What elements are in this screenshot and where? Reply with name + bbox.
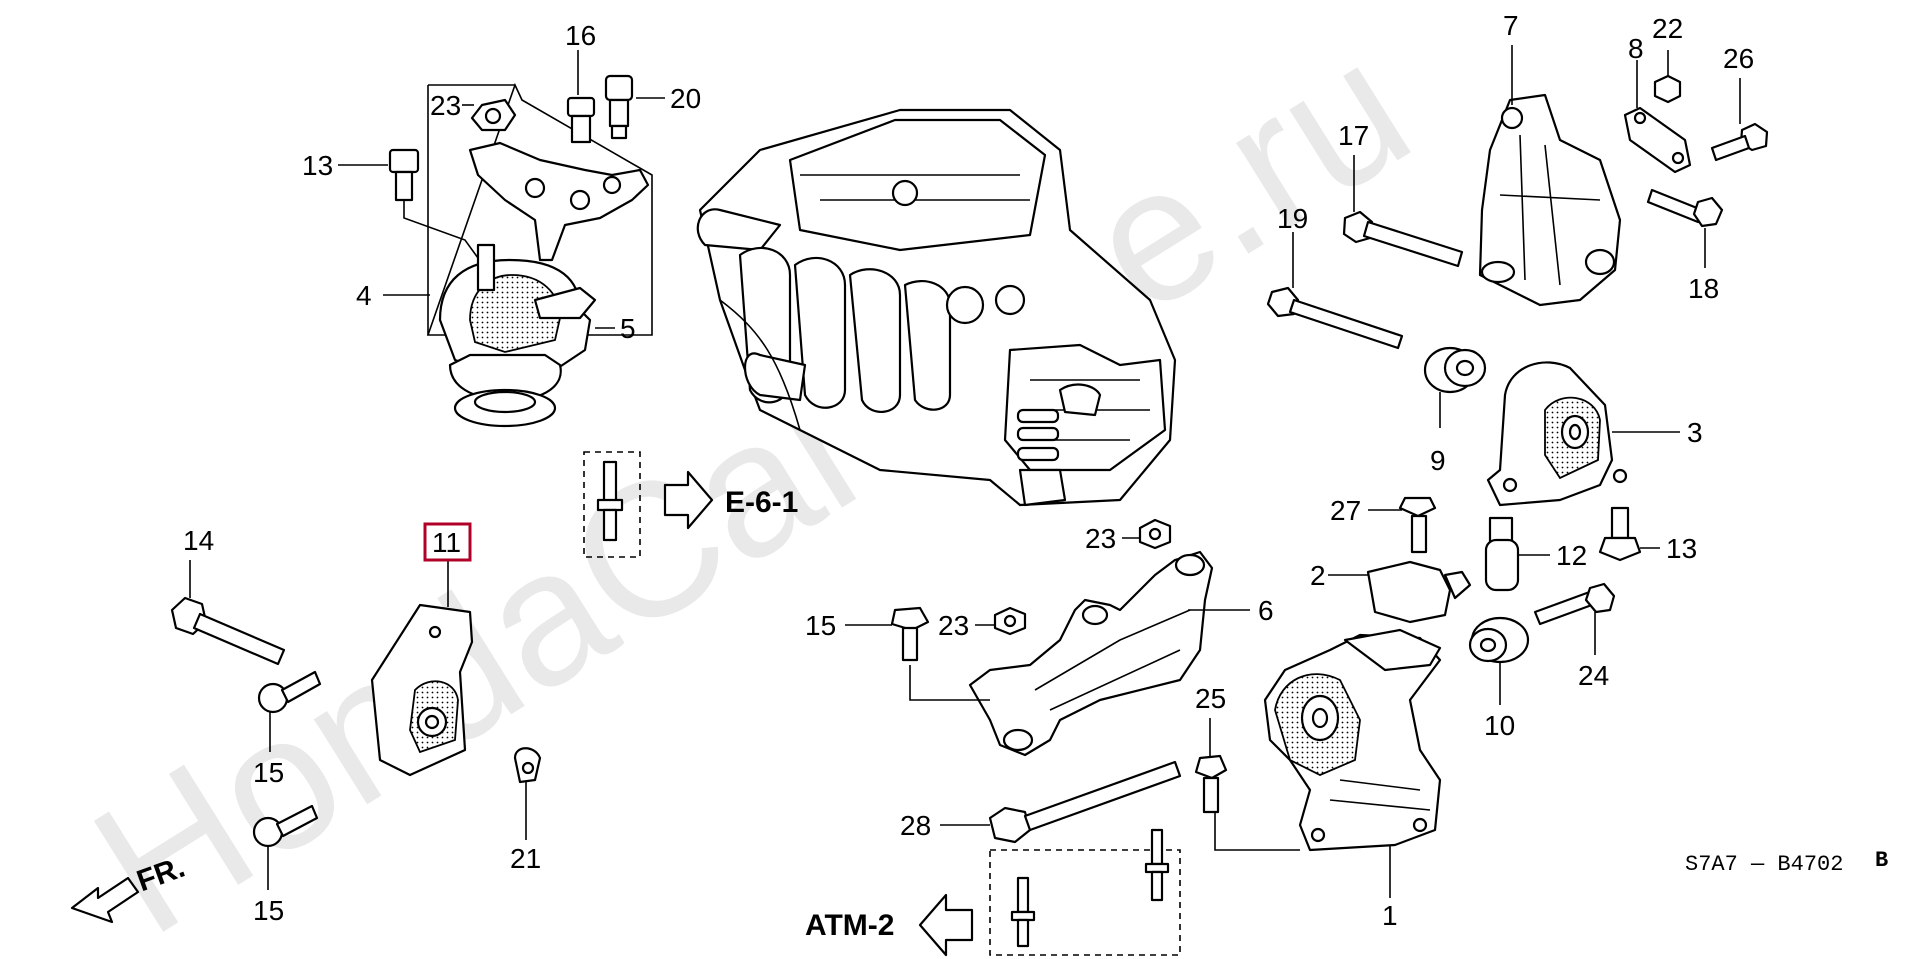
watermark: HondaCarMine.ru — [59, 0, 1443, 959]
bushing-12 — [1484, 516, 1520, 592]
callout-10: 10 — [1484, 710, 1515, 741]
bolt-25 — [1194, 754, 1228, 814]
callout-13a: 13 — [302, 150, 333, 181]
callout-8: 8 — [1628, 33, 1644, 64]
bracket-6 — [968, 550, 1214, 757]
callout-9: 9 — [1430, 445, 1446, 476]
callout-7: 7 — [1503, 10, 1519, 41]
ref-atm2-label: ATM-2 — [805, 909, 894, 942]
callout-15b: 15 — [253, 895, 284, 926]
sensor-20 — [604, 74, 634, 140]
callout-23b: 23 — [1085, 523, 1116, 554]
callout-12: 12 — [1556, 540, 1587, 571]
callout-5: 5 — [620, 313, 636, 344]
bracket-8 — [1623, 106, 1692, 174]
bolt-16 — [566, 96, 596, 144]
callout-20: 20 — [670, 83, 701, 114]
callout-26: 26 — [1723, 43, 1754, 74]
callout-23c: 23 — [938, 610, 969, 641]
highlight-box-11 — [423, 522, 472, 562]
callout-19: 19 — [1277, 203, 1308, 234]
callout-labels: 16 20 23 13 4 5 14 11 15 15 21 17 7 8 22… — [133, 10, 1889, 942]
callout-6: 6 — [1258, 595, 1274, 626]
diagram-code: S7A7 — B4702 — [1685, 852, 1843, 877]
engine-block-illustration — [696, 108, 1177, 507]
callout-14: 14 — [183, 525, 214, 556]
callout-16: 16 — [565, 20, 596, 51]
clip-21 — [513, 747, 542, 784]
callout-25: 25 — [1195, 683, 1226, 714]
bolt-24 — [1533, 582, 1616, 626]
stud-bolts-group — [583, 451, 641, 558]
svg-text:HondaCarMine.ru: HondaCarMine.ru — [59, 0, 1443, 959]
bracket-11 — [370, 603, 474, 777]
bolt-15-upper-left — [257, 670, 322, 714]
nut-23-lower — [993, 606, 1027, 636]
callout-1: 1 — [1382, 900, 1398, 931]
reference-arrow-atm2 — [918, 893, 974, 957]
callout-18: 18 — [1688, 273, 1719, 304]
nut-23-center — [1138, 518, 1172, 550]
callout-13b: 13 — [1666, 533, 1697, 564]
callout-4: 4 — [356, 280, 372, 311]
bolt-28 — [988, 760, 1182, 844]
callout-24: 24 — [1578, 660, 1609, 691]
diagram-code-suffix: B — [1875, 848, 1888, 873]
callout-15c: 15 — [805, 610, 836, 641]
bushing-9 — [1423, 346, 1487, 394]
part-2-bracket — [1366, 560, 1472, 624]
callout-11: 11 — [432, 527, 461, 558]
ref-e61-label: E-6-1 — [725, 486, 798, 519]
callout-28: 28 — [900, 810, 931, 841]
bolt-26 — [1710, 122, 1769, 162]
callout-22: 22 — [1652, 13, 1683, 44]
callout-21: 21 — [510, 843, 541, 874]
bolt-27 — [1398, 496, 1437, 554]
bolt-19 — [1266, 286, 1404, 350]
bolt-18 — [1646, 188, 1724, 228]
bolt-15-lower-left — [252, 804, 319, 848]
bolt-13-left — [388, 148, 420, 202]
leader-lines — [189, 45, 1741, 898]
callout-27: 27 — [1330, 495, 1361, 526]
mount-3 — [1486, 361, 1628, 507]
callout-15a: 15 — [253, 757, 284, 788]
bolt-14 — [170, 596, 286, 666]
front-arrow-icon — [70, 876, 140, 924]
nut-22 — [1653, 74, 1682, 104]
nut-23-top — [470, 98, 517, 132]
lower-stud-bolts-group — [989, 828, 1181, 956]
callout-2: 2 — [1310, 560, 1326, 591]
callout-3: 3 — [1687, 417, 1703, 448]
callout-23a: 23 — [430, 90, 461, 121]
bracket-7 — [1478, 93, 1622, 307]
bolt-13-right — [1598, 506, 1642, 562]
reference-arrow-e61 — [663, 470, 714, 530]
callout-17: 17 — [1338, 120, 1369, 151]
bushing-10 — [1468, 616, 1530, 664]
bolt-15-center — [890, 606, 930, 662]
side-mount-assembly — [426, 82, 653, 428]
bolt-17 — [1342, 210, 1464, 268]
mount-1 — [1263, 628, 1442, 852]
